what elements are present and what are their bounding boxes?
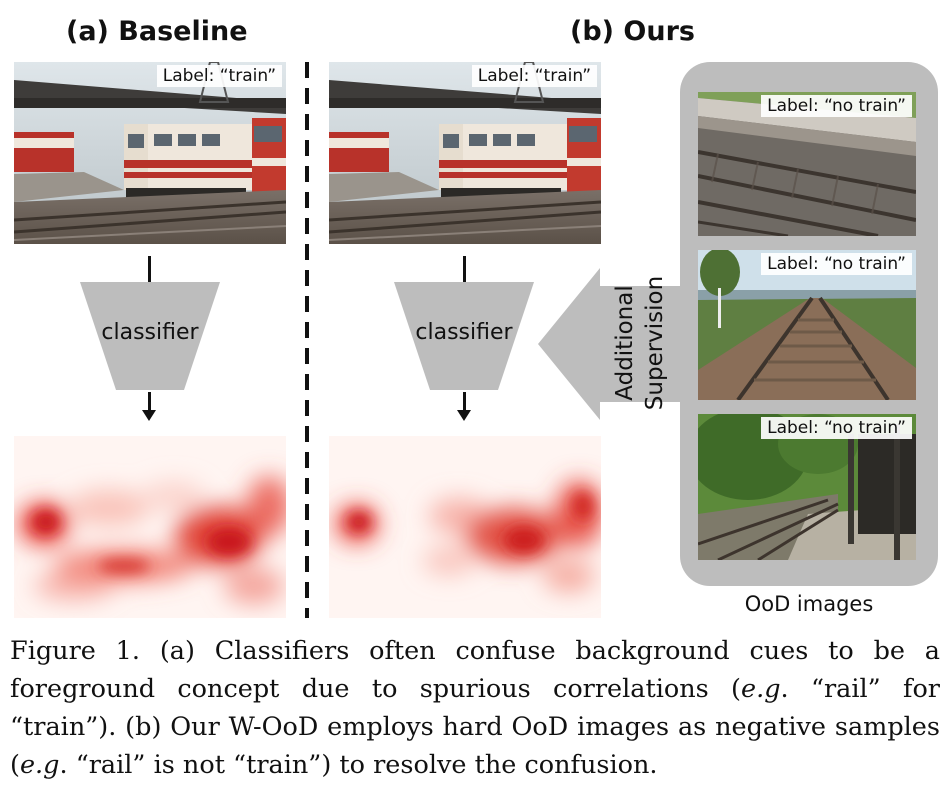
ood-image-3: Label: “no train” — [698, 414, 916, 560]
additional-supervision-text: Additional Supervision — [610, 273, 670, 413]
ours-input-image: Label: “train” — [329, 62, 601, 244]
baseline-output-arrow-line — [148, 392, 151, 412]
baseline-label-tag: Label: “train” — [156, 65, 282, 87]
ours-input-connector — [463, 256, 466, 282]
ours-label-tag: Label: “train” — [471, 65, 597, 87]
ours-classifier: classifier — [394, 282, 534, 390]
baseline-classifier-label: classifier — [101, 320, 199, 345]
caption-part-3: . “rail” is not “train”) to resolve the … — [59, 750, 658, 780]
ood-images-caption: OoD images — [744, 592, 874, 616]
baseline-input-connector — [148, 256, 151, 282]
figure-caption: Figure 1. (a) Classifiers often confuse … — [10, 632, 940, 784]
baseline-input-image: Label: “train” — [14, 62, 286, 244]
additional-supervision-arrow — [538, 268, 680, 420]
ood-image-2: Label: “no train” — [698, 250, 916, 400]
baseline-output-arrow-head — [142, 410, 156, 421]
baseline-title: (a) Baseline — [66, 16, 248, 47]
ours-output-arrow-line — [463, 392, 466, 412]
ours-output-arrow-head — [457, 410, 471, 421]
ours-classifier-label: classifier — [415, 320, 513, 345]
baseline-classifier: classifier — [80, 282, 220, 390]
caption-part-2: . “rail” for “train”). (b) Our W-OoD emp… — [10, 674, 940, 780]
caption-eg-1: e.g — [741, 674, 781, 704]
caption-part-1: Figure 1. (a) Classifiers often confuse … — [10, 636, 940, 704]
ours-title: (b) Ours — [570, 16, 695, 47]
supervision-line-2: Supervision — [642, 275, 668, 411]
ood-label-tag-2: Label: “no train” — [761, 253, 912, 275]
ours-heatmap — [329, 436, 601, 618]
ood-label-tag-3: Label: “no train” — [761, 417, 912, 439]
panel-divider — [305, 62, 309, 618]
supervision-line-1: Additional — [612, 285, 638, 401]
baseline-heatmap — [14, 436, 286, 618]
caption-eg-2: e.g — [19, 750, 60, 780]
ood-image-1: Label: “no train” — [698, 92, 916, 236]
ood-label-tag-1: Label: “no train” — [761, 95, 912, 117]
